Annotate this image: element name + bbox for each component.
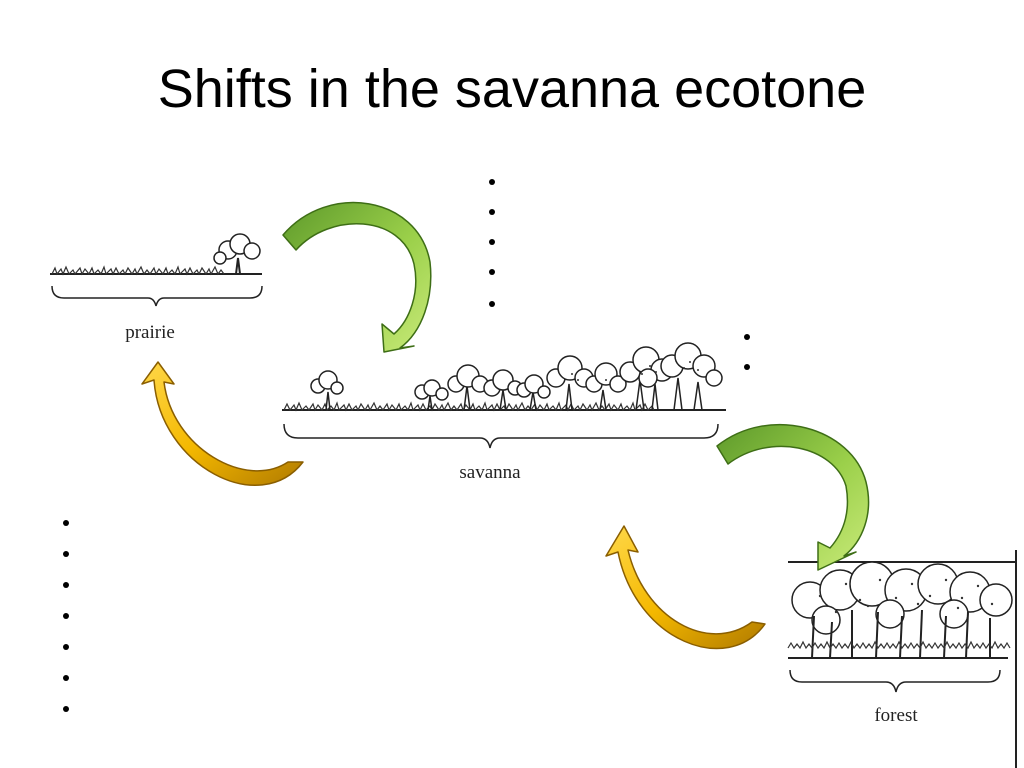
prairie-label: prairie [125,322,175,343]
bullet-column-top [489,179,495,307]
green-arrow-prairie-to-savanna [282,201,432,353]
forest-brace [789,669,1001,693]
forest-illustration [787,550,1017,768]
savanna-panel: savanna [282,342,726,483]
gold-arrow-savanna-to-prairie [141,361,304,487]
savanna-brace [283,423,719,449]
prairie-illustration [50,233,262,276]
savanna-label: savanna [459,462,521,483]
forest-panel: forest [787,550,1017,768]
bullet-column-right [744,334,750,370]
forest-label: forest [874,705,918,726]
gold-arrow-forest-to-savanna [605,525,766,650]
prairie-panel: prairie [50,233,263,343]
green-arrow-savanna-to-forest [716,423,870,571]
bullet-column-left [63,520,69,712]
savanna-illustration [282,342,726,412]
slide-title: Shifts in the savanna ecotone [157,59,867,119]
prairie-brace [51,285,263,307]
